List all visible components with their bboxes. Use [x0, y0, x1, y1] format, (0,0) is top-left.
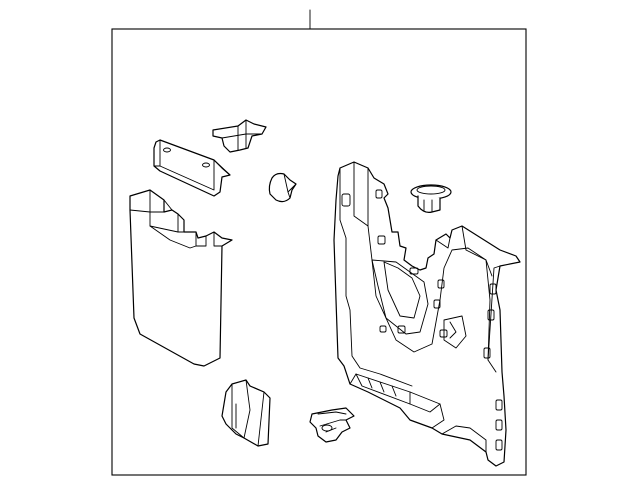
mud-flap-part [129, 189, 233, 367]
clip-small-upper-part [212, 119, 267, 153]
clip-lower-part [221, 379, 271, 447]
cap-small-part [268, 172, 297, 203]
bracket-top-part [153, 139, 231, 197]
spring-clip-part [309, 407, 355, 443]
diagram-frame [111, 28, 527, 476]
side-panel-part [333, 161, 521, 467]
push-pin-part [410, 184, 452, 213]
